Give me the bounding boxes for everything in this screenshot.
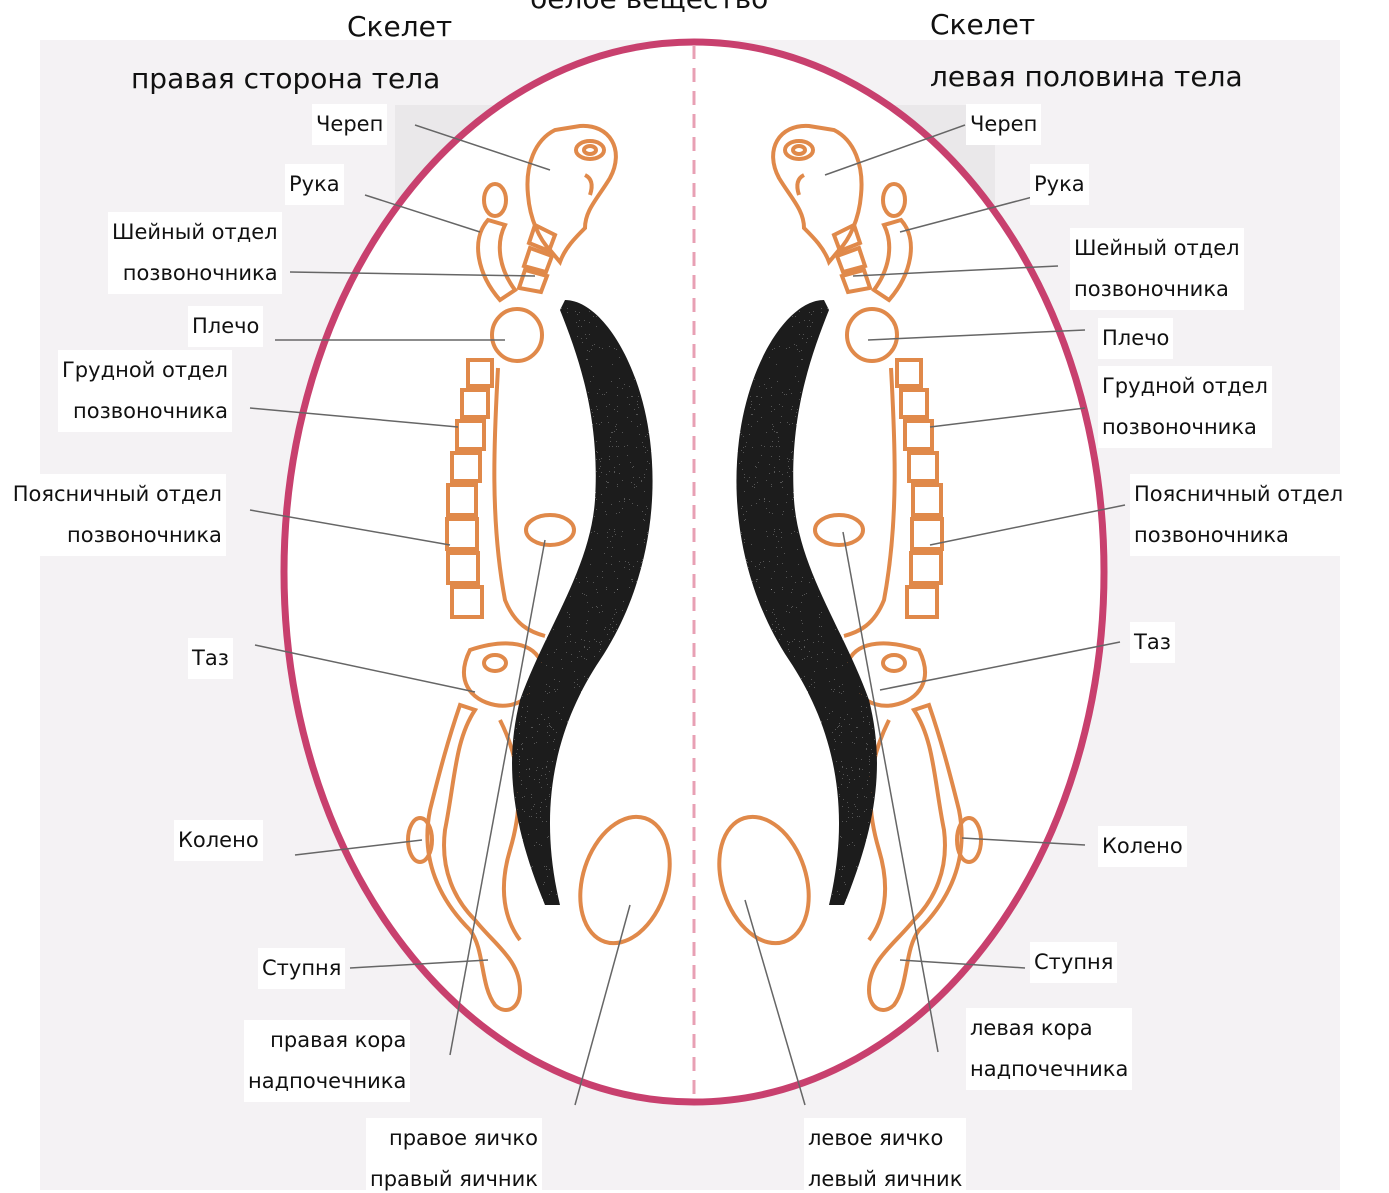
label-right-cervical: Шейный отдел позвоночника [108, 212, 282, 294]
label-right-cervical-line2: позвоночника [112, 253, 278, 294]
label-left-adrenal-line1: левая кора [970, 1008, 1128, 1049]
right-header-line1: Скелет [347, 10, 452, 44]
label-left-thoracic-line2: позвоночника [1102, 407, 1268, 448]
label-right-gonad: правое яичко правый яичник [366, 1118, 542, 1193]
label-right-skull: Череп [312, 104, 387, 145]
label-left-lumbar-line1: Поясничный отдел [1134, 474, 1343, 515]
label-left-adrenal-line2: надпочечника [970, 1049, 1128, 1090]
diagram-title: белое вещество [530, 0, 768, 16]
label-left-pelvis: Таз [1130, 622, 1175, 663]
label-right-foot: Ступня [258, 948, 345, 989]
label-right-gonad-line2: правый яичник [370, 1159, 538, 1193]
label-left-cervical-line2: позвоночника [1074, 269, 1240, 310]
label-left-lumbar-line2: позвоночника [1134, 515, 1343, 556]
label-left-cervical: Шейный отдел позвоночника [1070, 228, 1244, 310]
label-left-arm: Рука [1030, 164, 1089, 205]
label-left-thoracic-line1: Грудной отдел [1102, 366, 1268, 407]
label-right-thoracic-line2: позвоночника [62, 391, 228, 432]
label-left-knee: Колено [1098, 826, 1187, 867]
label-right-adrenal-line1: правая кора [248, 1020, 406, 1061]
label-right-knee: Колено [174, 820, 263, 861]
label-left-cervical-line1: Шейный отдел [1074, 228, 1240, 269]
label-right-lumbar: Поясничный отдел позвоночника [4, 474, 226, 556]
label-right-adrenal: правая кора надпочечника [244, 1020, 410, 1102]
label-right-gonad-line1: правое яичко [370, 1118, 538, 1159]
left-header-line2: левая половина тела [930, 60, 1243, 94]
label-right-thoracic-line1: Грудной отдел [62, 350, 228, 391]
label-left-thoracic: Грудной отдел позвоночника [1098, 366, 1272, 448]
label-left-adrenal: левая кора надпочечника [966, 1008, 1132, 1090]
label-left-gonad-line1: левое яичко [808, 1118, 962, 1159]
label-right-pelvis: Таз [188, 638, 233, 679]
label-right-adrenal-line2: надпочечника [248, 1061, 406, 1102]
left-header-line1: Скелет [930, 8, 1035, 42]
label-left-skull: Череп [966, 104, 1041, 145]
right-header-line2: правая сторона тела [131, 62, 440, 96]
label-right-lumbar-line1: Поясничный отдел [8, 474, 222, 515]
label-left-gonad-line2: левый яичник [808, 1159, 962, 1193]
label-right-shoulder: Плечо [188, 306, 263, 347]
label-left-gonad: левое яичко левый яичник [804, 1118, 966, 1193]
label-left-shoulder: Плечо [1098, 318, 1173, 359]
label-right-cervical-line1: Шейный отдел [112, 212, 278, 253]
label-right-thoracic: Грудной отдел позвоночника [58, 350, 232, 432]
label-right-arm: Рука [285, 164, 344, 205]
label-left-foot: Ступня [1030, 942, 1117, 983]
label-right-lumbar-line2: позвоночника [8, 515, 222, 556]
label-left-lumbar: Поясничный отдел позвоночника [1130, 474, 1347, 556]
